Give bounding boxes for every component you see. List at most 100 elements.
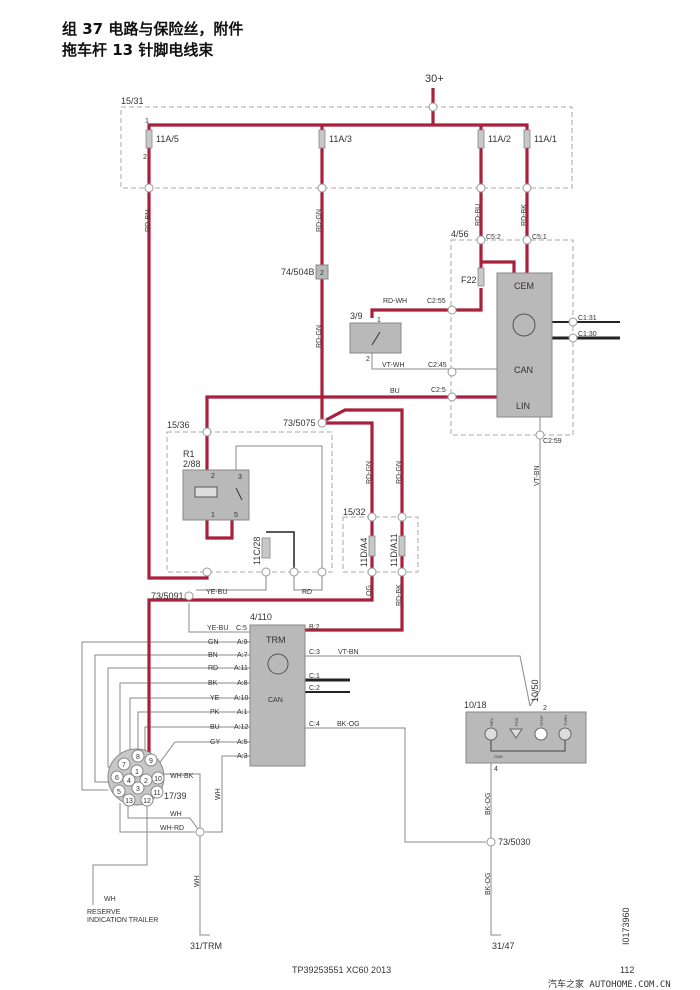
svg-text:RD: RD bbox=[208, 665, 218, 672]
splice-label: 73/5030 bbox=[498, 837, 531, 847]
svg-text:8: 8 bbox=[136, 754, 140, 761]
svg-text:A:3: A:3 bbox=[237, 753, 248, 760]
pin-label: 4 bbox=[494, 766, 498, 773]
svg-text:C:5: C:5 bbox=[236, 625, 247, 632]
wire-label: RD-GN bbox=[366, 461, 373, 484]
image-id: I0173960 bbox=[621, 907, 631, 945]
transistor-icon bbox=[267, 653, 289, 675]
lamp-unit-label: 10/18 bbox=[464, 700, 487, 710]
fuse-label: F22 bbox=[461, 275, 477, 285]
relay-id: 2/88 bbox=[183, 459, 201, 469]
connector-label: 74/504B bbox=[281, 267, 315, 277]
pin-label: C2:59 bbox=[543, 438, 562, 445]
connector-label: 10/50 bbox=[530, 679, 540, 702]
black-wires bbox=[266, 321, 620, 693]
wire-label: RD-WH bbox=[383, 298, 407, 305]
switch-3-9 bbox=[349, 322, 402, 354]
svg-text:6: 6 bbox=[115, 775, 119, 782]
svg-text:BK: BK bbox=[208, 680, 218, 687]
pin-label: C2:5 bbox=[431, 387, 446, 394]
svg-text:7: 7 bbox=[122, 762, 126, 769]
wire-label: WH bbox=[215, 788, 222, 800]
svg-text:REV: REV bbox=[489, 717, 494, 726]
wire-label: RD-BK bbox=[396, 584, 403, 606]
wire-label: VT-WH bbox=[382, 362, 405, 369]
fusebox-label: 15/32 bbox=[343, 507, 366, 517]
svg-text:GY: GY bbox=[210, 739, 220, 746]
page-subtitle: 拖车杆 13 针脚电线束 bbox=[62, 41, 214, 59]
relay-label: R1 bbox=[183, 449, 195, 459]
document-id: TP39253551 XC60 2013 bbox=[292, 965, 391, 975]
cem-name: CEM bbox=[514, 281, 534, 291]
splice-label: 73/5075 bbox=[283, 418, 316, 428]
svg-text:GND: GND bbox=[494, 754, 503, 759]
pin-label: 2 bbox=[366, 356, 370, 363]
pin-label: 2 bbox=[543, 705, 547, 712]
svg-text:11: 11 bbox=[153, 790, 160, 797]
svg-text:TURN: TURN bbox=[563, 715, 568, 726]
pin-label: B:2 bbox=[309, 624, 320, 631]
wire-label: WH-RD bbox=[160, 825, 184, 832]
pin-label: 1 bbox=[211, 512, 215, 519]
can-label: CAN bbox=[514, 365, 533, 375]
wire-label: BK-OG bbox=[485, 792, 492, 815]
lamp-icons bbox=[484, 727, 572, 741]
fuse-label: 11A/5 bbox=[156, 134, 179, 144]
svg-text:A:1: A:1 bbox=[237, 709, 248, 716]
reserve-label: RESERVE bbox=[87, 909, 121, 916]
svg-text:YE-BU: YE-BU bbox=[207, 625, 228, 632]
svg-text:4: 4 bbox=[127, 778, 131, 785]
wire-label: WH-BK bbox=[170, 773, 194, 780]
wire-label: VT-BN bbox=[534, 465, 541, 486]
relay-box-label: 15/36 bbox=[167, 420, 190, 430]
pin-label: 2 bbox=[143, 154, 147, 161]
connector-nodes bbox=[144, 102, 578, 847]
pin-label: C1:31 bbox=[578, 315, 597, 322]
connector-74-504b bbox=[315, 264, 329, 280]
fuse-label: 11D/A4 bbox=[359, 538, 369, 567]
can-label: CAN bbox=[268, 697, 283, 704]
wire-label: RD-BN bbox=[145, 210, 152, 232]
pin-label: C5:2 bbox=[486, 234, 501, 241]
pin-label: C:3 bbox=[309, 649, 320, 656]
wire-label: BK-OG bbox=[485, 872, 492, 895]
relay-box-15-36 bbox=[166, 431, 333, 573]
page-title: 组 37 电路与保险丝，附件 bbox=[62, 20, 244, 38]
pin-label: 2 bbox=[320, 270, 324, 277]
power-wires bbox=[147, 88, 529, 790]
svg-text:BU: BU bbox=[210, 724, 220, 731]
supply-label: 30+ bbox=[425, 73, 444, 85]
wire-label: WH bbox=[170, 811, 182, 818]
fusebox-15-32 bbox=[342, 516, 419, 573]
lin-label: LIN bbox=[516, 401, 530, 411]
pin-label: C:2 bbox=[309, 685, 320, 692]
watermark: 汽车之家 AUTOHOME.COM.CN bbox=[548, 978, 671, 990]
signal-wires bbox=[81, 352, 541, 936]
fuse-label: 11C/28 bbox=[252, 537, 262, 565]
svg-text:BN: BN bbox=[208, 652, 218, 659]
lamp-labels: REV POS STOP TURN GND bbox=[489, 715, 568, 759]
wire-label: VT-BN bbox=[338, 649, 359, 656]
wire-label: YE-BU bbox=[206, 589, 227, 596]
pin-label: 1 bbox=[145, 118, 149, 125]
reserve-label: INDICATION TRAILER bbox=[87, 917, 158, 924]
fuse-label: 11A/3 bbox=[329, 134, 352, 144]
wire-label: WH bbox=[194, 875, 201, 887]
svg-text:GN: GN bbox=[208, 639, 219, 646]
svg-text:YE: YE bbox=[210, 695, 220, 702]
pin-label: C2:45 bbox=[428, 362, 447, 369]
wire-label: RD-BK bbox=[521, 204, 528, 226]
switch-label: 3/9 bbox=[350, 311, 363, 321]
fuse-label: 11A/1 bbox=[534, 134, 557, 144]
wire-label: OG bbox=[366, 585, 373, 596]
trm-module bbox=[249, 624, 306, 767]
pin-label: C:1 bbox=[309, 673, 320, 680]
wire-label: RD-BU bbox=[475, 204, 482, 226]
cem-module bbox=[496, 272, 553, 418]
svg-text:A:12: A:12 bbox=[234, 724, 249, 731]
pin-label: 2 bbox=[211, 473, 215, 480]
